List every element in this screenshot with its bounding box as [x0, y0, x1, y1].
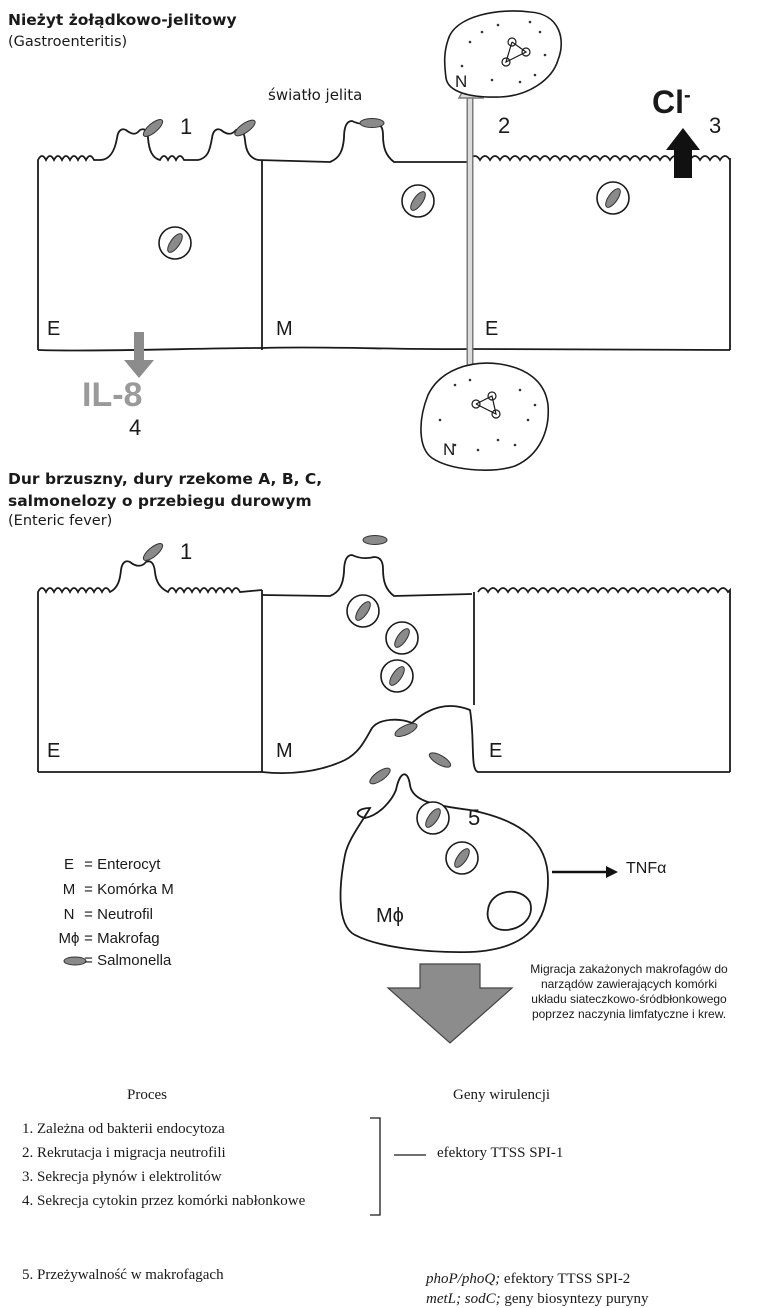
tnf-arrow — [552, 866, 618, 878]
legend-item-salmonella: = Salmonella — [58, 952, 171, 969]
subtitle-gastroenteritis: (Gastroenteritis) — [8, 34, 127, 50]
migration-text-line-1: Migracja zakażonych makrofagów do — [494, 962, 757, 977]
process-2: 2. Rekrutacja i migracja neutrofili — [22, 1145, 226, 1162]
macrophage — [341, 774, 548, 952]
step-3-label: 3 — [709, 113, 721, 139]
title-enteric-fever-2: salmonelozy o przebiegu durowym — [8, 492, 312, 510]
cell-label-e-left-2: E — [47, 740, 60, 763]
title-enteric-fever-1: Dur brzuszny, dury rzekome A, B, C, — [8, 470, 322, 488]
process-4: 4. Sekrecja cytokin przez komórki nabłon… — [22, 1193, 305, 1210]
migration-text-line-2: narządów zawierających komórki — [494, 977, 757, 992]
genes5-1-plain: efektory TTSS SPI-2 — [504, 1271, 630, 1287]
enterocyte-left-apical — [38, 129, 258, 350]
group-bracket — [370, 1118, 426, 1215]
legend-item-m: M = Komórka M — [58, 881, 174, 898]
legend-item-e: E = Enterocyt — [58, 856, 160, 873]
neutrophil-label-bottom: N — [443, 440, 455, 460]
vacuoles-section2 — [347, 595, 418, 692]
cell-label-e-left: E — [47, 318, 60, 341]
genes5-row-2: metL; sodC; geny biosyntezy puryny — [426, 1291, 648, 1308]
header-process: Proces — [127, 1087, 167, 1104]
il8-arrow — [124, 332, 154, 378]
m-cell-apical-2 — [262, 555, 472, 596]
genes-spi1: efektory TTSS SPI-1 — [437, 1145, 563, 1162]
cell-label-m: M — [276, 318, 293, 341]
step-1-label-2: 1 — [180, 539, 192, 565]
salmonella-entering-2 — [141, 536, 453, 787]
basal-membrane-2 — [38, 706, 730, 773]
m-cell-apical — [258, 121, 468, 162]
cell-label-e-right-2: E — [489, 740, 502, 763]
header-genes: Geny wirulencji — [453, 1087, 550, 1104]
genes5-1-italic: phoP/phoQ; — [426, 1271, 500, 1287]
il8-label: IL-8 — [82, 376, 142, 415]
step-4-label: 4 — [129, 415, 141, 441]
genes5-2-plain: geny biosyntezy puryny — [504, 1291, 648, 1307]
migration-text-line-4: poprzez naczynia limfatyczne i krew. — [494, 1007, 757, 1022]
salmonella-entering-1 — [141, 117, 384, 139]
migration-text: Migracja zakażonych makrofagów do narząd… — [494, 962, 757, 1022]
tnf-label: TNFα — [626, 860, 666, 878]
process-3: 3. Sekrecja płynów i elektrolitów — [22, 1169, 222, 1186]
step-5-label: 5 — [468, 805, 480, 831]
subtitle-enteric-fever: (Enteric fever) — [8, 513, 112, 529]
migration-text-line-3: układu siateczkowo-śródbłonkowego — [494, 992, 757, 1007]
title-gastroenteritis: Nieżyt żołądkowo-jelitowy — [8, 11, 237, 29]
genes5-2-italic: metL; sodC; — [426, 1291, 501, 1307]
vacuoles-section1 — [159, 182, 629, 259]
step-2-label: 2 — [498, 113, 510, 139]
epithelium-gastroenteritis — [38, 121, 730, 351]
cell-label-e-right: E — [485, 318, 498, 341]
process-1: 1. Zależna od bakterii endocytoza — [22, 1121, 225, 1138]
enterocyte-left-apical-2 — [38, 561, 262, 772]
legend-item-n: N = Neutrofil — [58, 906, 153, 923]
genes5-row-1: phoP/phoQ; efektory TTSS SPI-2 — [426, 1271, 630, 1288]
enterocyte-right-apical-2 — [478, 588, 730, 772]
epithelium-enteric-fever — [38, 555, 730, 773]
cell-label-m-2: M — [276, 740, 293, 763]
lumen-label: światło jelita — [268, 86, 362, 104]
step-1-label: 1 — [180, 114, 192, 140]
neutrophil-bottom — [421, 363, 548, 470]
process-5: 5. Przeżywalność w makrofagach — [22, 1267, 224, 1284]
neutrophil-label-top: N — [455, 72, 467, 92]
neutrophil-migration-arrow — [459, 76, 483, 375]
chloride-label: Cl- — [652, 84, 691, 121]
enterocyte-right-apical — [470, 156, 730, 350]
chloride-secretion-arrow — [666, 128, 700, 178]
legend-item-mphi: Mϕ = Makrofag — [58, 930, 160, 947]
macrophage-label: Mϕ — [376, 905, 404, 928]
